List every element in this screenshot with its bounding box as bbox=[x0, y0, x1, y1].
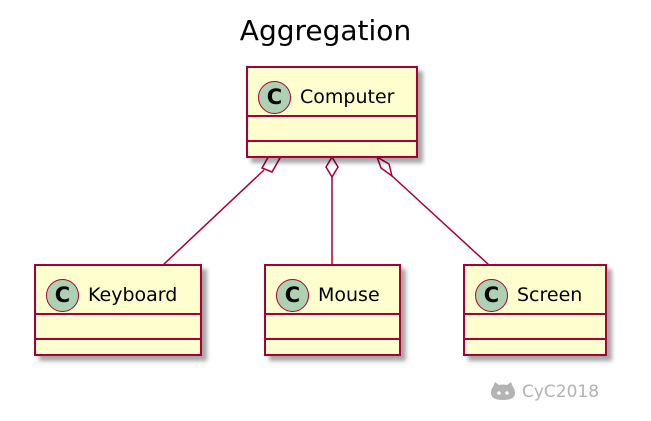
class-stereotype-icon: C bbox=[46, 279, 79, 312]
edge-line-screen bbox=[390, 174, 490, 266]
class-header bbox=[266, 266, 399, 316]
class-name: Screen bbox=[517, 284, 583, 306]
class-header bbox=[36, 266, 200, 316]
class-name: Mouse bbox=[318, 284, 380, 306]
class-header bbox=[248, 68, 416, 118]
class-keyboard[interactable]: C Keyboard bbox=[34, 264, 202, 356]
github-icon bbox=[491, 382, 515, 400]
class-separator bbox=[465, 338, 605, 340]
class-separator bbox=[248, 140, 416, 142]
watermark-text: CyC2018 bbox=[522, 382, 600, 402]
class-name: Keyboard bbox=[88, 284, 178, 306]
watermark: CyC2018 bbox=[490, 380, 599, 404]
diagram-title: Aggregation bbox=[239, 14, 412, 47]
class-stereotype-icon: C bbox=[276, 279, 309, 312]
edge-computer-screen bbox=[375, 155, 394, 178]
edge-line-keyboard bbox=[162, 169, 265, 266]
class-stereotype-icon: C bbox=[475, 279, 508, 312]
class-separator bbox=[36, 338, 200, 340]
class-computer[interactable]: C Computer bbox=[246, 66, 418, 158]
class-mouse[interactable]: C Mouse bbox=[264, 264, 401, 356]
class-separator bbox=[266, 338, 399, 340]
class-stereotype-icon: C bbox=[258, 81, 291, 114]
class-name: Computer bbox=[300, 86, 395, 108]
edge-computer-mouse bbox=[325, 155, 339, 179]
class-screen[interactable]: C Screen bbox=[463, 264, 607, 356]
class-header bbox=[465, 266, 605, 316]
